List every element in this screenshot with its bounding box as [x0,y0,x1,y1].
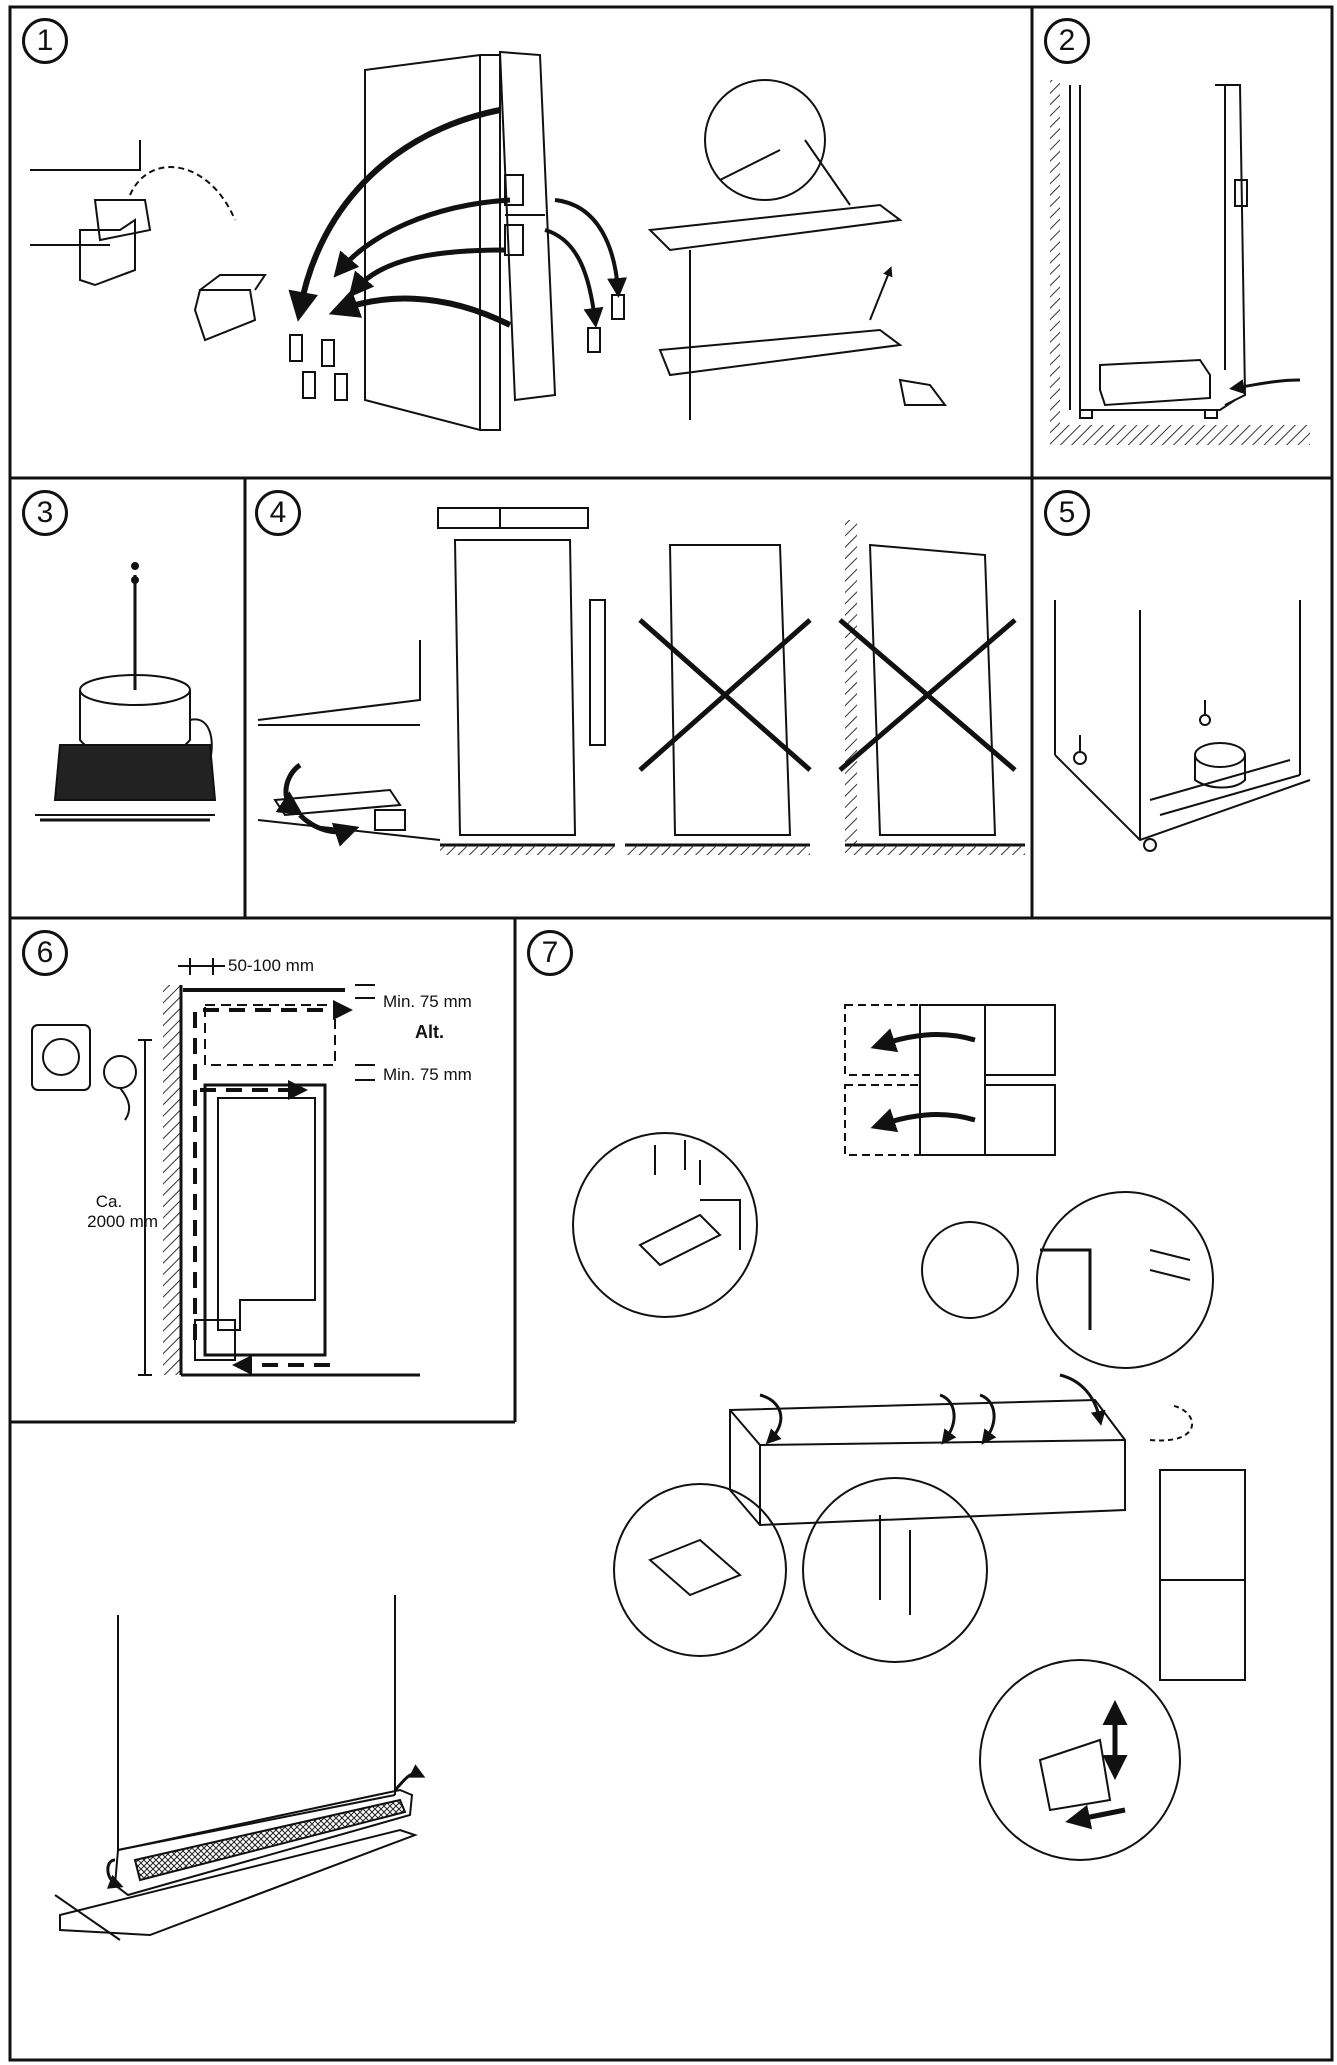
panel-2-illustration [1050,80,1310,445]
panel-7-illustration [572,1004,1246,1861]
step-number-6: 6 [22,930,68,976]
bottom-clearance-label: Min. 75 mm [383,1065,472,1084]
alt-label: Alt. [415,1022,444,1042]
height-label: Ca. 2000 mm [60,1192,158,1232]
step-number-4: 4 [255,490,301,536]
panel-4-illustration [257,507,1025,855]
height-label-line2: 2000 mm [87,1212,158,1231]
top-clearance-label: Min. 75 mm [383,992,472,1011]
height-label-line1: Ca. [95,1192,123,1211]
vent-grille-illustration [54,1595,426,1941]
panel-3-illustration [35,562,217,822]
step-number-7: 7 [527,930,573,976]
panel-5-illustration [1054,600,1311,852]
panel-6-illustration [31,958,420,1377]
step-number-3: 3 [22,490,68,536]
step-number-1: 1 [22,18,68,64]
step-number-2: 2 [1044,18,1090,64]
panel-1-illustration [30,50,947,432]
side-gap-label: 50-100 mm [228,956,314,975]
step-number-5: 5 [1044,490,1090,536]
